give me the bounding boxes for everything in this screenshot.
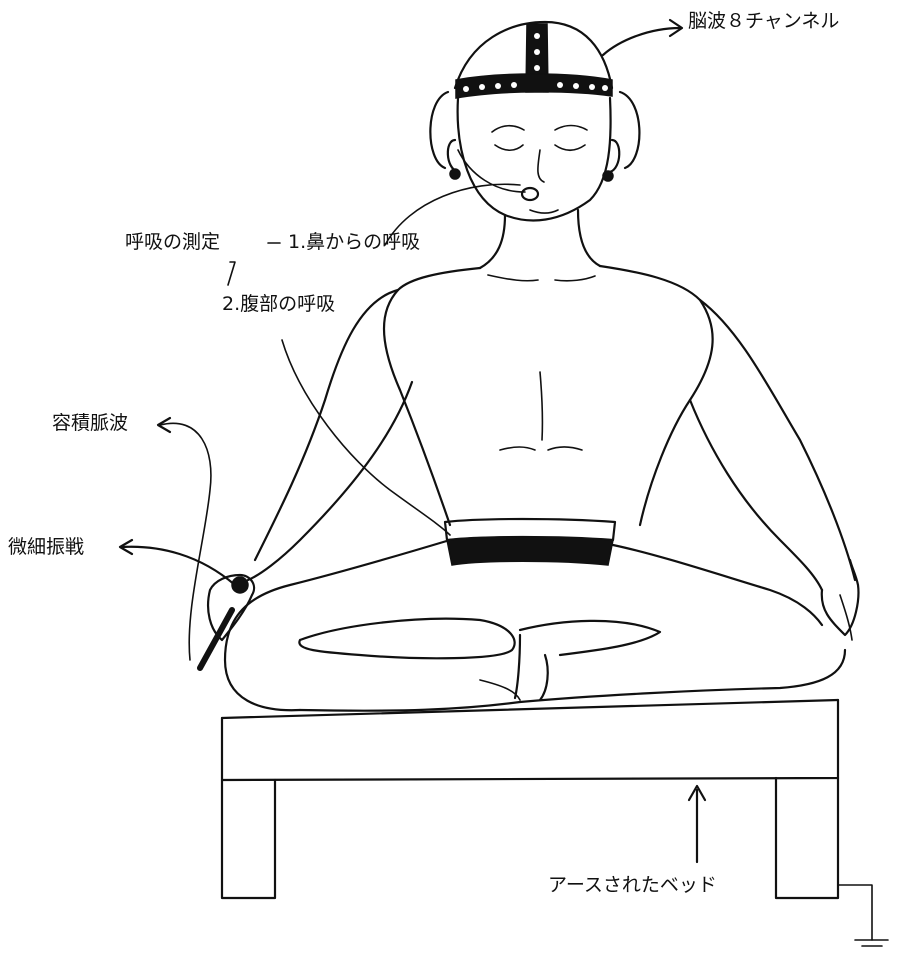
pleth-arrow [160, 423, 211, 660]
bed [222, 700, 888, 946]
respiration-title: 呼吸の測定 [125, 233, 220, 252]
tremor-label: 微細振戦 [8, 538, 84, 557]
eeg-arrow [603, 28, 680, 55]
grounded-bed-label: アースされたベッド [548, 876, 717, 895]
abdominal-belt [447, 537, 613, 565]
eeg-cap [455, 22, 612, 98]
eeg-label: 脳波８チャンネル [688, 12, 839, 31]
respiration-abdomen-label: 2.腹部の呼吸 [222, 295, 335, 314]
tremor-arrow [122, 547, 235, 585]
respiration-nose-label: 1.鼻からの呼吸 [288, 233, 420, 252]
plethysmogram-label: 容積脈波 [52, 414, 128, 433]
abdomen-lead [282, 340, 450, 535]
